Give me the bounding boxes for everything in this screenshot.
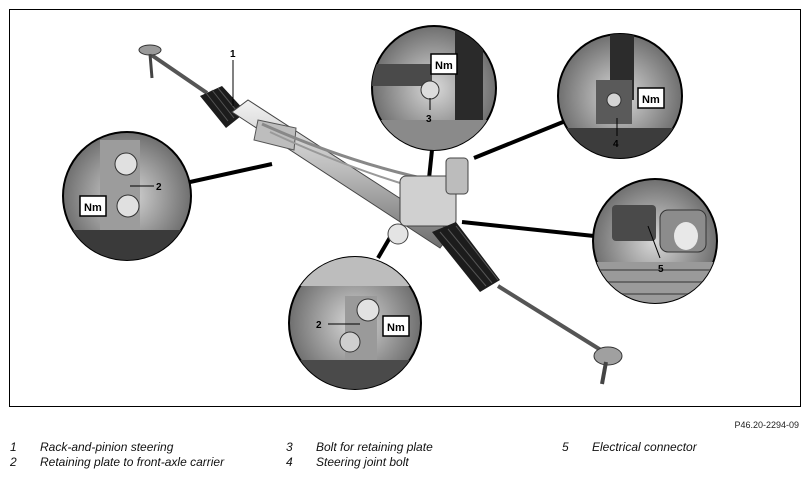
torque-badge-a: Nm [84,202,102,214]
callout-5: 5 [658,264,664,275]
detail-retaining-plate-bottom: Nm 2 [288,256,422,390]
detail-retaining-plate-top: Nm 2 [62,131,192,261]
legend-text: Retaining plate to front-axle carrier [40,455,225,469]
legend-number: 1 [10,440,17,454]
torque-badge-b: Nm [435,60,453,72]
rack-and-pinion-steering [138,44,623,385]
torque-badge-c: Nm [642,94,660,106]
legend-number: 4 [286,455,293,469]
callout-2-top: 2 [156,182,162,193]
callout-1: 1 [230,49,236,60]
torque-badge-e: Nm [387,322,405,334]
legend-number: 5 [562,440,569,454]
detail-electrical-connector: 5 [592,178,718,304]
legend-text: Rack-and-pinion steering [40,440,174,454]
detail-steering-joint-bolt: Nm 4 [557,33,683,159]
legend-number: 2 [10,455,17,469]
legend-number: 3 [286,440,293,454]
legend-text: Bolt for retaining plate [316,440,433,454]
figure-id: P46.20-2294-09 [734,420,799,430]
callout-3: 3 [426,114,432,125]
detail-retaining-plate-bolt: Nm 3 [371,25,497,151]
callout-2-bottom: 2 [316,320,322,331]
legend-text: Steering joint bolt [316,455,409,469]
legend-text: Electrical connector [592,440,697,454]
callout-4: 4 [613,139,619,150]
